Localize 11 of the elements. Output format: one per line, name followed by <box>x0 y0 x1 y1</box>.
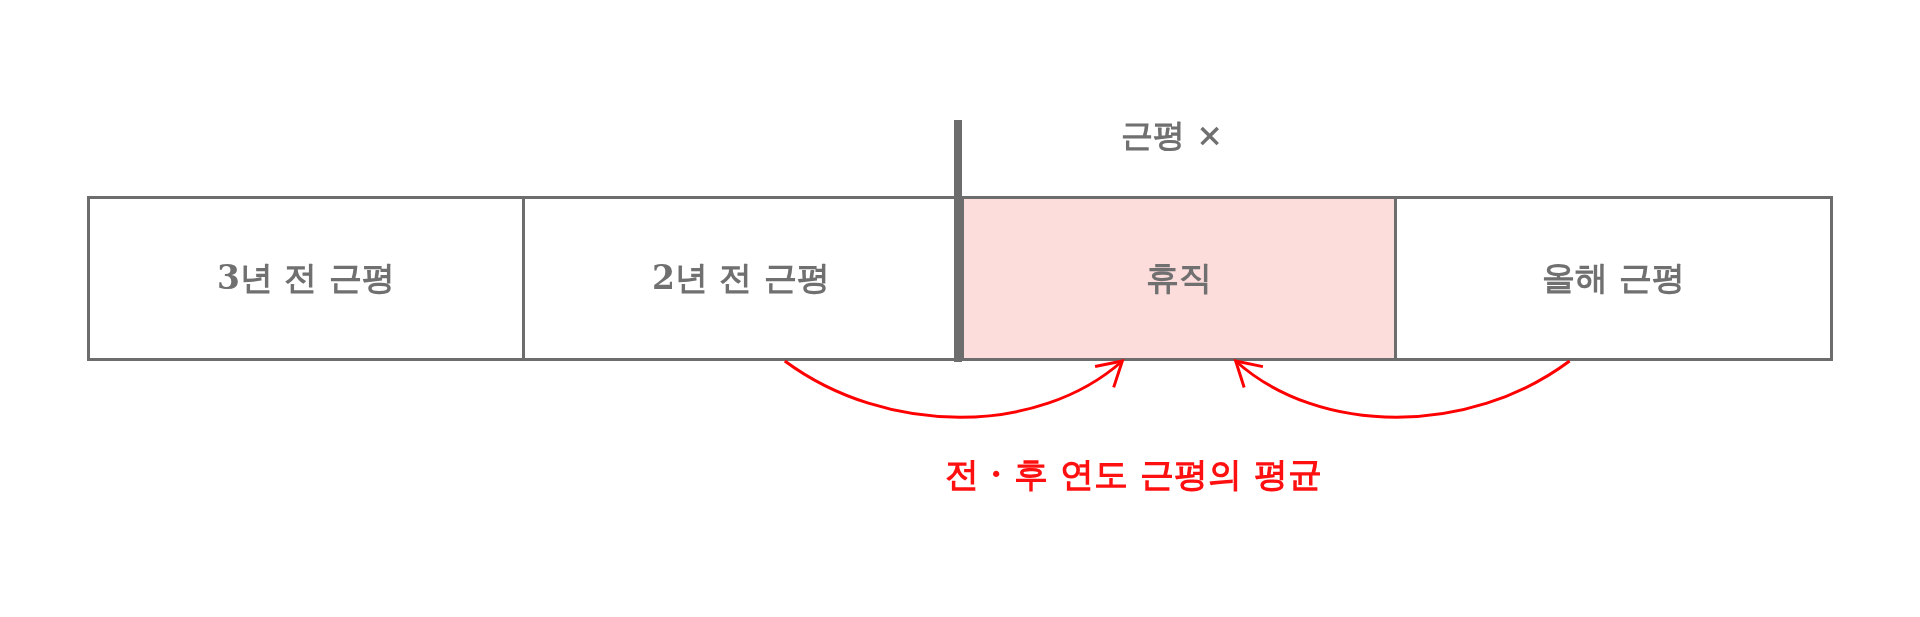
highlighted-box <box>961 196 1397 361</box>
box-label: 2년 전 근평 <box>652 257 830 299</box>
box-label: 휴직 <box>1146 257 1212 299</box>
note-text: 근평 × <box>1121 115 1223 156</box>
note-text: 전 · 후 연도 근평의 평균 <box>944 453 1322 496</box>
curved-arrow <box>1234 359 1571 419</box>
period-box <box>1394 196 1833 361</box>
box-label: 올해 근평 <box>1541 257 1686 299</box>
period-box <box>87 196 525 361</box>
box-label: 3년 전 근평 <box>217 257 395 299</box>
curved-arrow <box>783 359 1124 419</box>
